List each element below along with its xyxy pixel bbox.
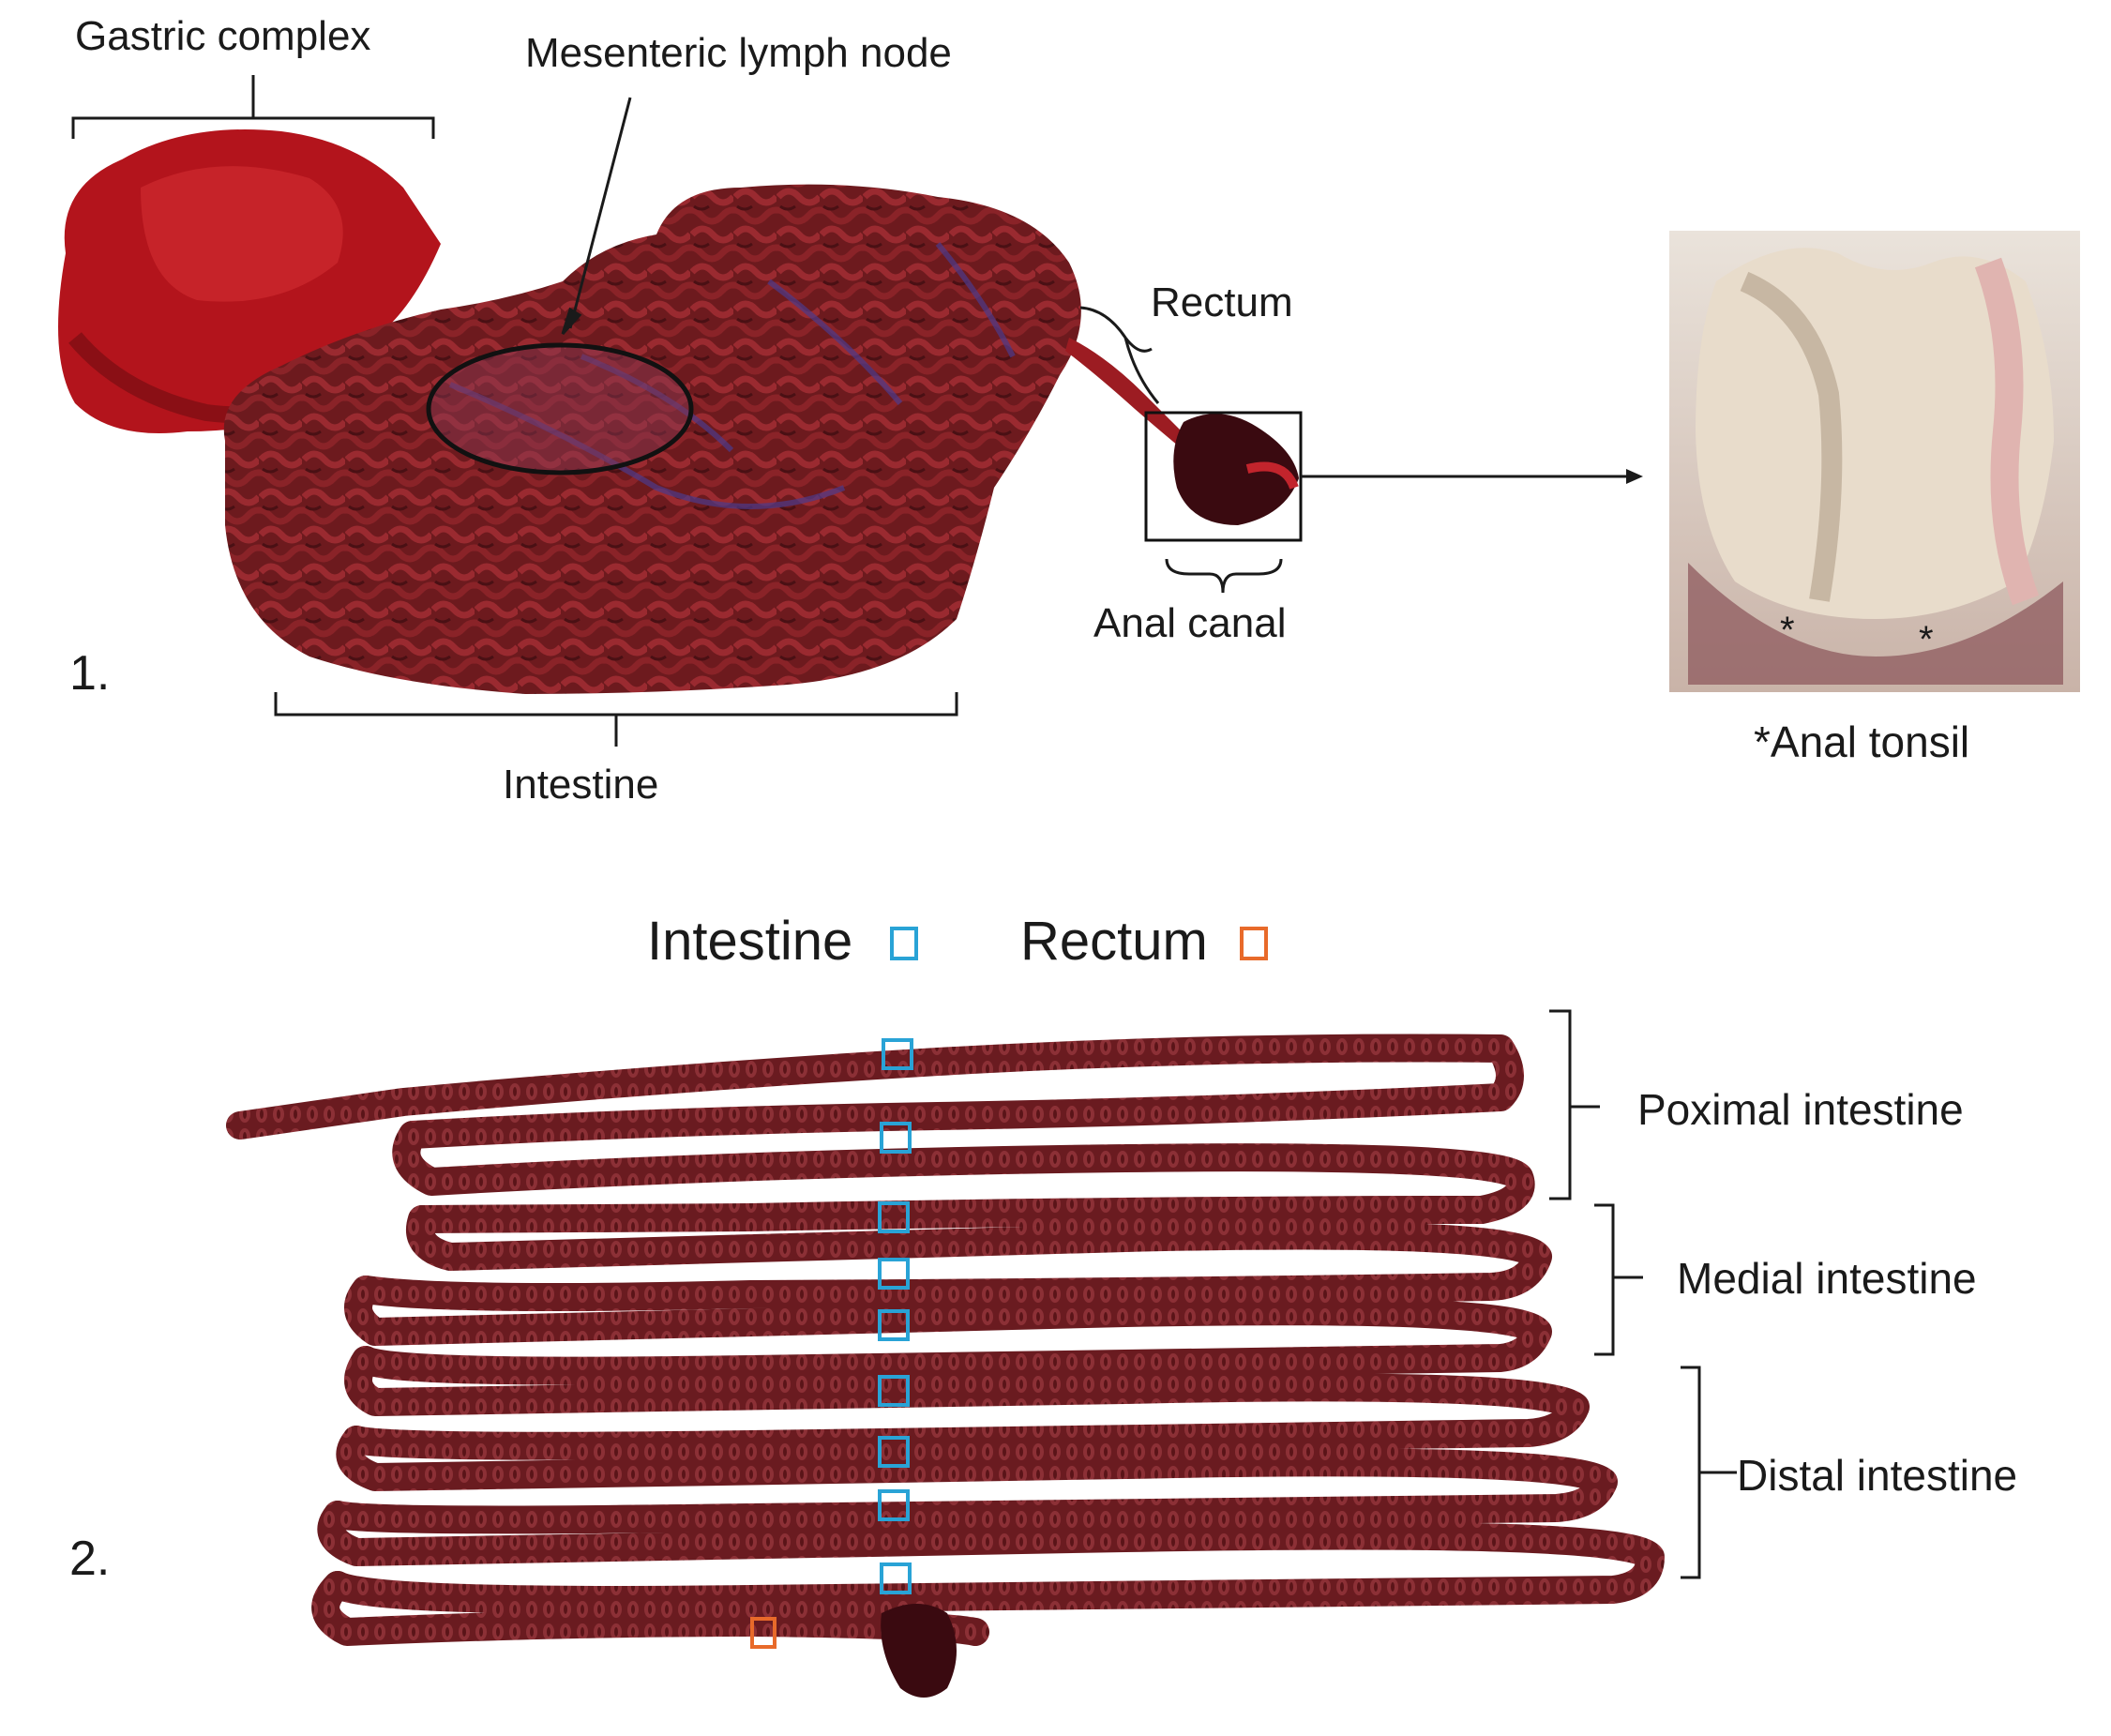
legend-rectum-label: Rectum xyxy=(1020,911,1208,972)
intestine-bracket xyxy=(274,692,958,747)
anal-tonsil-marker-right: * xyxy=(1919,619,1934,660)
anal-tonsil-caption: *Anal tonsil xyxy=(1754,717,1970,766)
panel-2-number: 2. xyxy=(69,1532,111,1586)
intestine-sample-markers xyxy=(878,1038,913,1594)
gastric-bracket xyxy=(71,75,435,139)
panel-2-photo xyxy=(226,1034,1665,1698)
lymph-node-circle xyxy=(426,342,694,476)
intestine-label: Intestine xyxy=(503,762,659,808)
gastric-complex-label: Gastric complex xyxy=(75,13,371,59)
intestine-vessels xyxy=(448,242,1016,509)
legend-intestine-square xyxy=(890,927,918,960)
anal-tonsil-marker-left: * xyxy=(1780,610,1795,651)
lymph-node-arrow xyxy=(568,97,632,329)
gastric-complex-highlight xyxy=(141,166,343,302)
anal-canal-tissue xyxy=(1173,414,1299,525)
panel-1-photo xyxy=(58,129,1303,694)
intestine-mass xyxy=(223,184,1081,694)
anal-canal-highlight xyxy=(1245,461,1299,490)
lymph-node-highlight xyxy=(429,345,691,473)
proximal-bracket xyxy=(1549,1009,1600,1200)
proximal-intestine-label: Poximal intestine xyxy=(1637,1085,1964,1134)
unrolled-intestine xyxy=(226,1034,1665,1646)
anal-tonsil-inset xyxy=(1669,231,2080,692)
rectum-brace xyxy=(1079,306,1160,404)
inset-mucosa xyxy=(1696,248,2054,619)
anal-canal-label: Anal canal xyxy=(1093,600,1287,646)
legend-rectum-square xyxy=(1240,927,1268,960)
intestine-sample-7 xyxy=(878,1436,910,1468)
section-brackets xyxy=(1549,1009,1737,1579)
rectum-tissue xyxy=(1065,338,1191,450)
intestine-sample-9 xyxy=(880,1562,912,1594)
lymph-node-arrowhead xyxy=(561,307,582,336)
inset-fold-right xyxy=(1974,257,2040,606)
legend-intestine-label: Intestine xyxy=(647,911,853,972)
inset-arrowhead xyxy=(1626,469,1643,484)
inset-base xyxy=(1688,563,2063,685)
panel-2-anal-end xyxy=(881,1604,957,1698)
panel-1-annotations xyxy=(71,75,1643,747)
intestine-sample-1 xyxy=(882,1038,913,1070)
medial-intestine-label: Medial intestine xyxy=(1677,1254,1977,1303)
mesenteric-lymph-node-label: Mesenteric lymph node xyxy=(525,30,952,76)
intestine-sample-3 xyxy=(878,1201,910,1233)
intestine-sample-4 xyxy=(878,1258,910,1290)
intestine-sample-8 xyxy=(878,1489,910,1521)
rectum-label: Rectum xyxy=(1151,279,1293,325)
intestine-sample-2 xyxy=(880,1122,912,1154)
inset-fold-left xyxy=(1740,271,1843,602)
panel-1-number: 1. xyxy=(69,646,111,701)
medial-bracket xyxy=(1594,1203,1643,1356)
rectum-sample-marker xyxy=(750,1617,777,1649)
distal-intestine-label: Distal intestine xyxy=(1737,1451,2018,1500)
anal-canal-brace xyxy=(1165,558,1283,594)
intestine-sample-6 xyxy=(878,1375,910,1407)
intestine-sample-5 xyxy=(878,1309,910,1341)
distal-bracket xyxy=(1681,1366,1737,1579)
